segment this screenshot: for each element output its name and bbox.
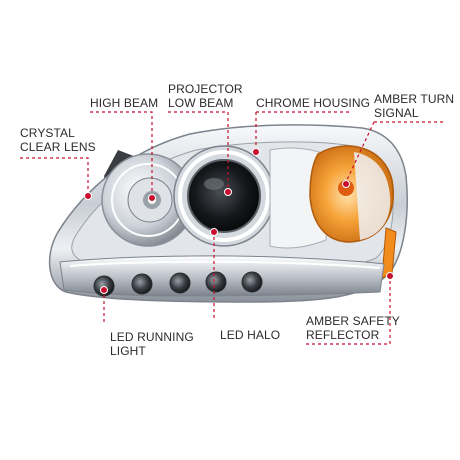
label-projector-low-beam: PROJECTOR LOW BEAM <box>168 82 243 110</box>
label-line: LOW BEAM <box>168 96 234 110</box>
label-line: HIGH BEAM <box>90 96 159 110</box>
label-line: LED RUNNING <box>110 330 194 344</box>
label-line: SIGNAL <box>374 106 419 120</box>
label-amber-turn-signal: AMBER TURN SIGNAL <box>374 92 454 120</box>
label-line: LED HALO <box>220 328 281 342</box>
label-line: AMBER SAFETY <box>306 314 400 328</box>
label-amber-safety-reflector: AMBER SAFETY REFLECTOR <box>306 314 400 342</box>
leader-amber-safety-reflector <box>306 278 391 345</box>
label-line: PROJECTOR <box>168 82 243 96</box>
label-crystal-clear-lens: CRYSTAL CLEAR LENS <box>20 126 96 154</box>
label-line: CRYSTAL <box>20 126 75 140</box>
label-high-beam: HIGH BEAM <box>90 96 158 110</box>
callout-markers <box>84 148 394 294</box>
amber-turn-signal <box>309 145 394 243</box>
label-led-running-light: LED RUNNING LIGHT <box>110 330 194 358</box>
projector-low-beam <box>173 145 275 247</box>
label-line: LIGHT <box>110 344 146 358</box>
leader-amber-turn-signal <box>345 121 446 183</box>
led-running-light-bar <box>59 255 385 297</box>
label-line: CHROME HOUSING <box>256 96 371 110</box>
leader-chrome-housing <box>255 111 350 150</box>
label-line: AMBER TURN <box>374 92 455 106</box>
leader-crystal-clear-lens <box>20 157 89 196</box>
label-line: CLEAR LENS <box>20 140 96 154</box>
callout-leader-lines <box>20 111 446 345</box>
label-line: REFLECTOR <box>306 328 380 342</box>
leader-high-beam <box>90 111 153 196</box>
label-led-halo: LED HALO <box>220 328 280 342</box>
leader-projector-low-beam <box>168 111 229 190</box>
label-chrome-housing: CHROME HOUSING <box>256 96 370 110</box>
